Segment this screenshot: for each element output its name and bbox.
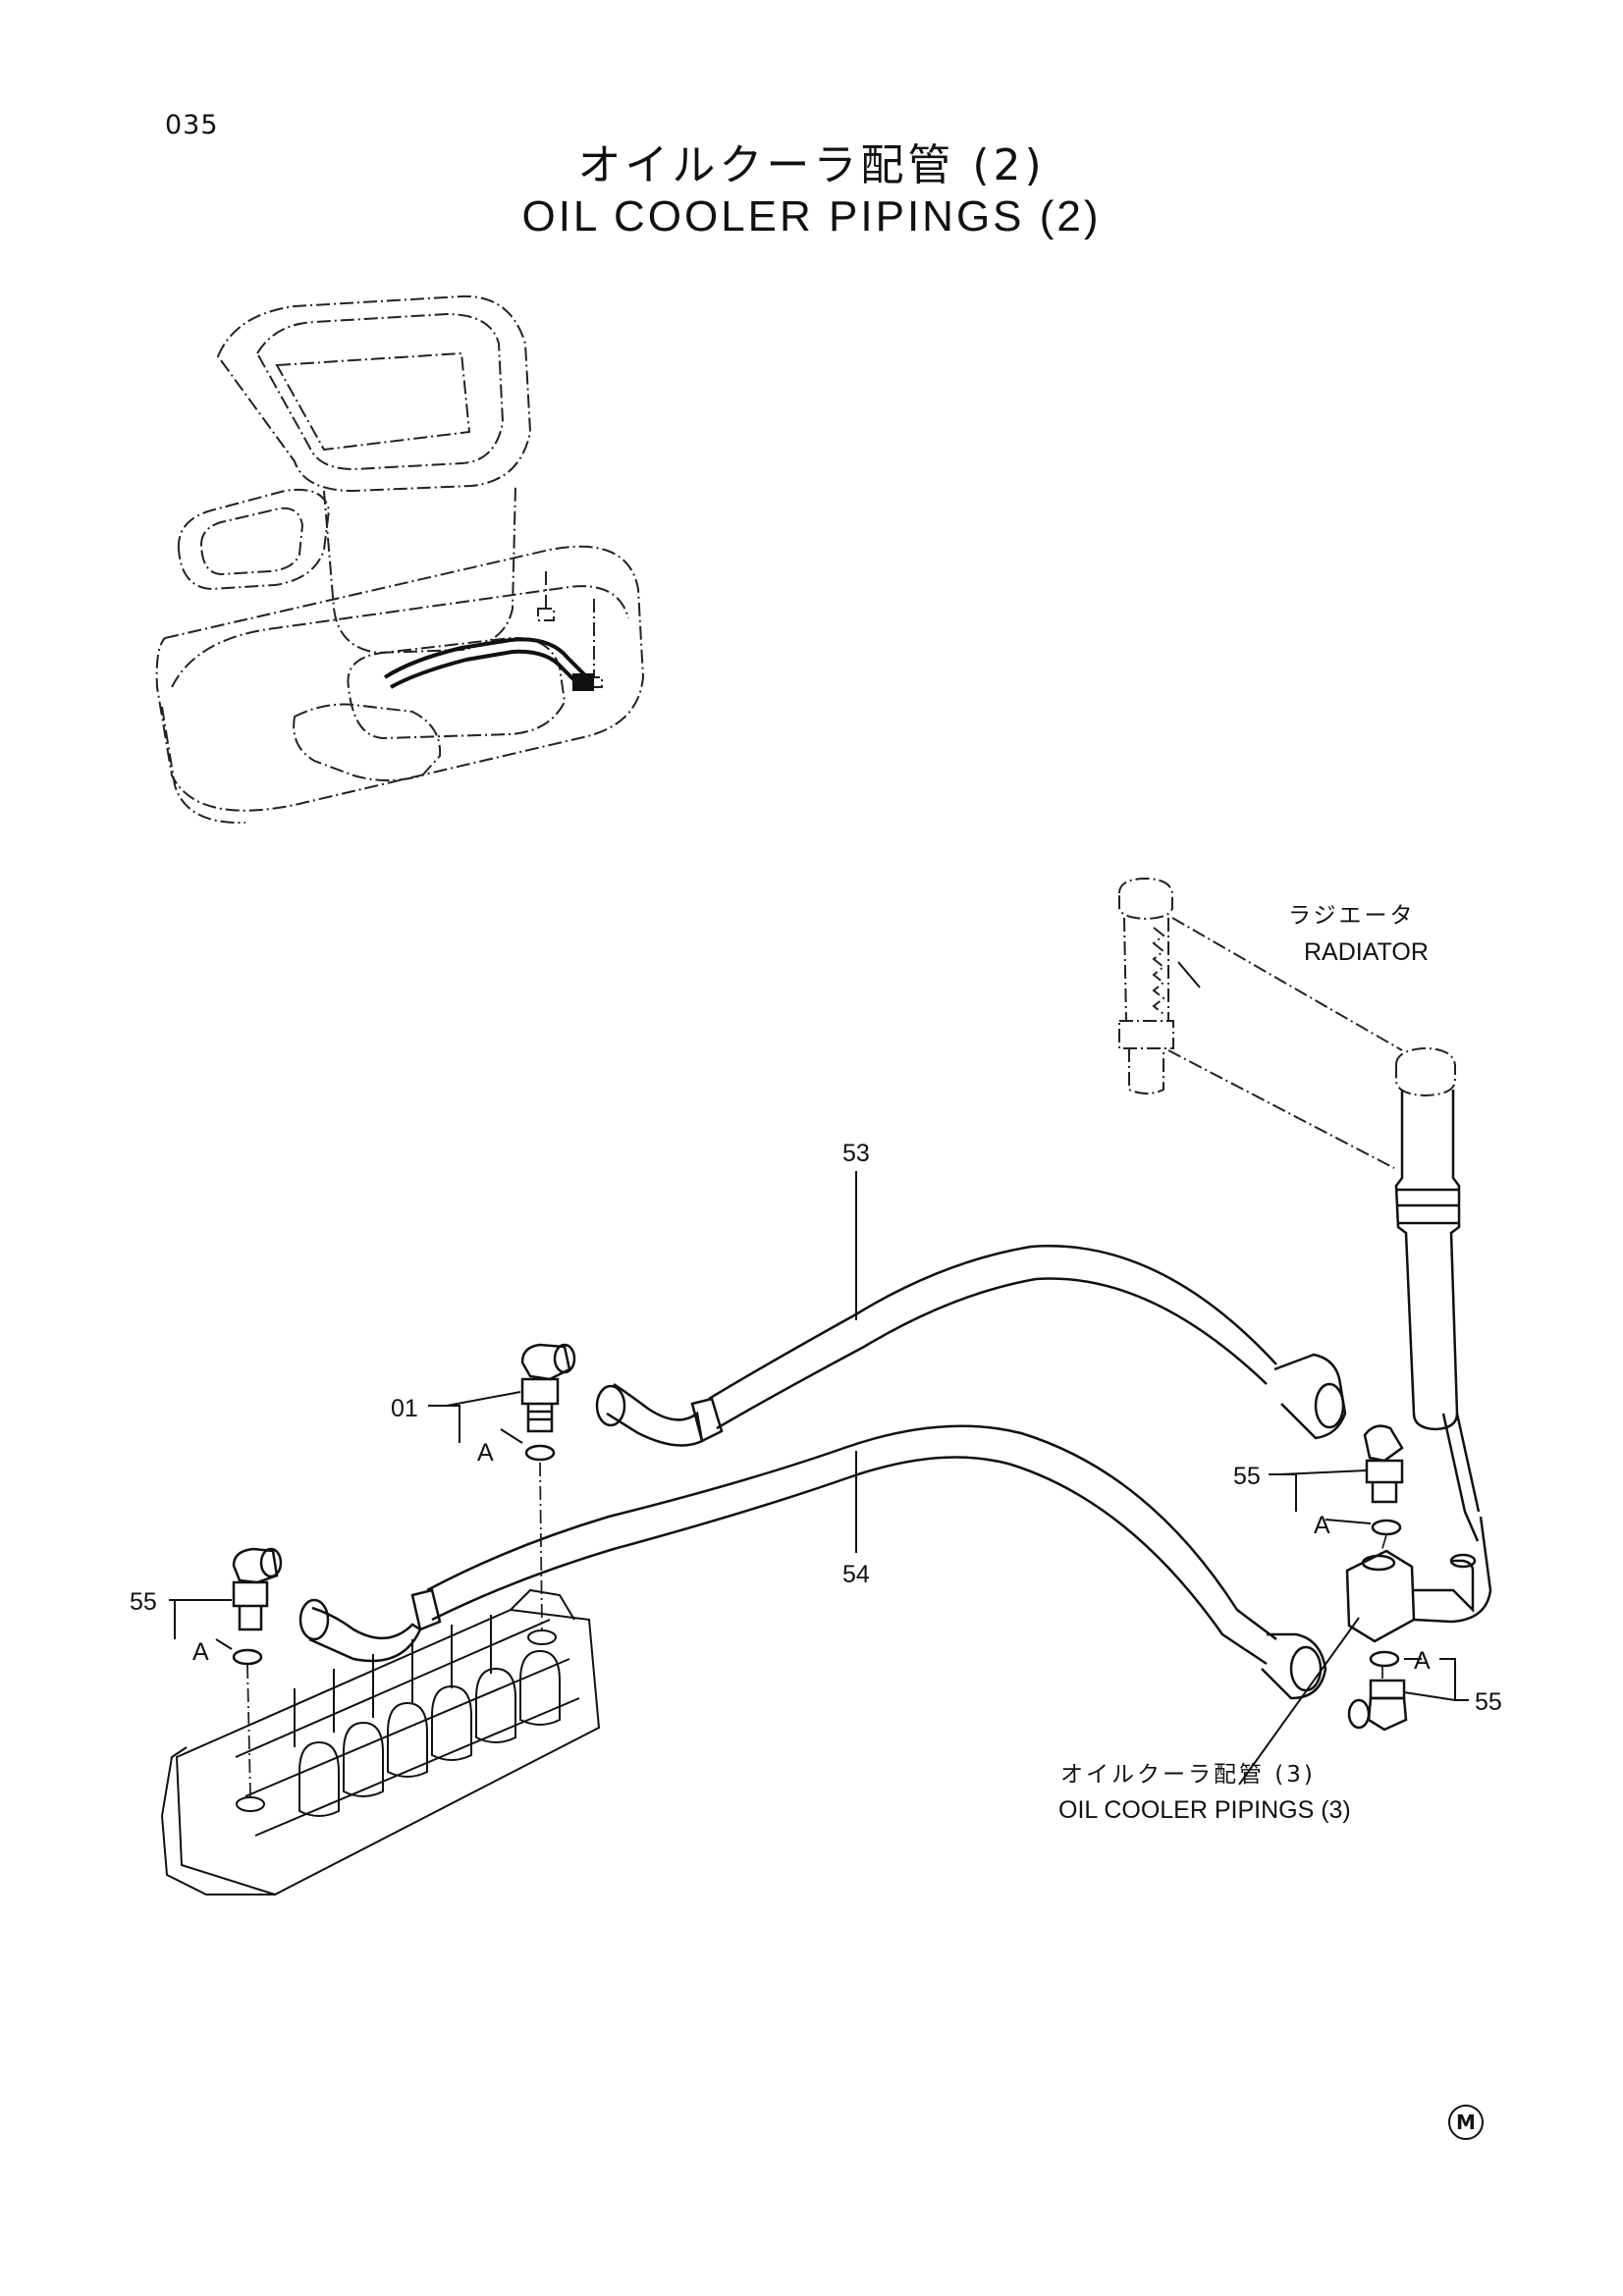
callout-a-left: A [192, 1638, 209, 1666]
ref-pipings-3-jp: オイルクーラ配管 (3) [1060, 1762, 1316, 1788]
callout-53: 53 [842, 1140, 870, 1167]
ref-pipings-3-en: OIL COOLER PIPINGS (3) [1058, 1796, 1351, 1824]
title-english: OIL COOLER PIPINGS (2) [521, 192, 1102, 240]
hose-53 [595, 1245, 1347, 1447]
overview-highlighted-pipes [383, 637, 594, 691]
fitting-55-right-lower [1347, 1650, 1408, 1732]
centre-lines [246, 1462, 1387, 1797]
fitting-55-right-upper [1363, 1424, 1404, 1536]
callout-a-right-upper: A [1314, 1512, 1330, 1539]
callout-54: 54 [842, 1561, 870, 1588]
radiator-label-en: RADIATOR [1304, 938, 1429, 966]
callout-55-right-upper: 55 [1233, 1463, 1261, 1490]
callout-55-left: 55 [130, 1588, 157, 1616]
radiator-outlet-pipe [1394, 1090, 1481, 1542]
callout-a-right-lower: A [1414, 1647, 1431, 1675]
radiator-label-jp: ラジエータ [1288, 903, 1416, 929]
control-valve [161, 1588, 601, 1896]
tee-block-right [1345, 1516, 1492, 1643]
title-japanese: オイルクーラ配管 (2) [577, 140, 1046, 190]
callout-01: 01 [391, 1395, 418, 1422]
fitting-55-left [232, 1547, 283, 1666]
fitting-01 [520, 1343, 576, 1462]
leader-lines [169, 961, 1469, 1786]
radiator-outline [1118, 877, 1456, 1169]
corner-mark: M [1448, 2105, 1484, 2140]
callout-55-right-lower: 55 [1475, 1688, 1502, 1716]
hose-54 [298, 1424, 1327, 1700]
page-number: 035 [165, 110, 219, 140]
callout-a-01: A [477, 1439, 494, 1467]
machine-overview [155, 294, 645, 825]
